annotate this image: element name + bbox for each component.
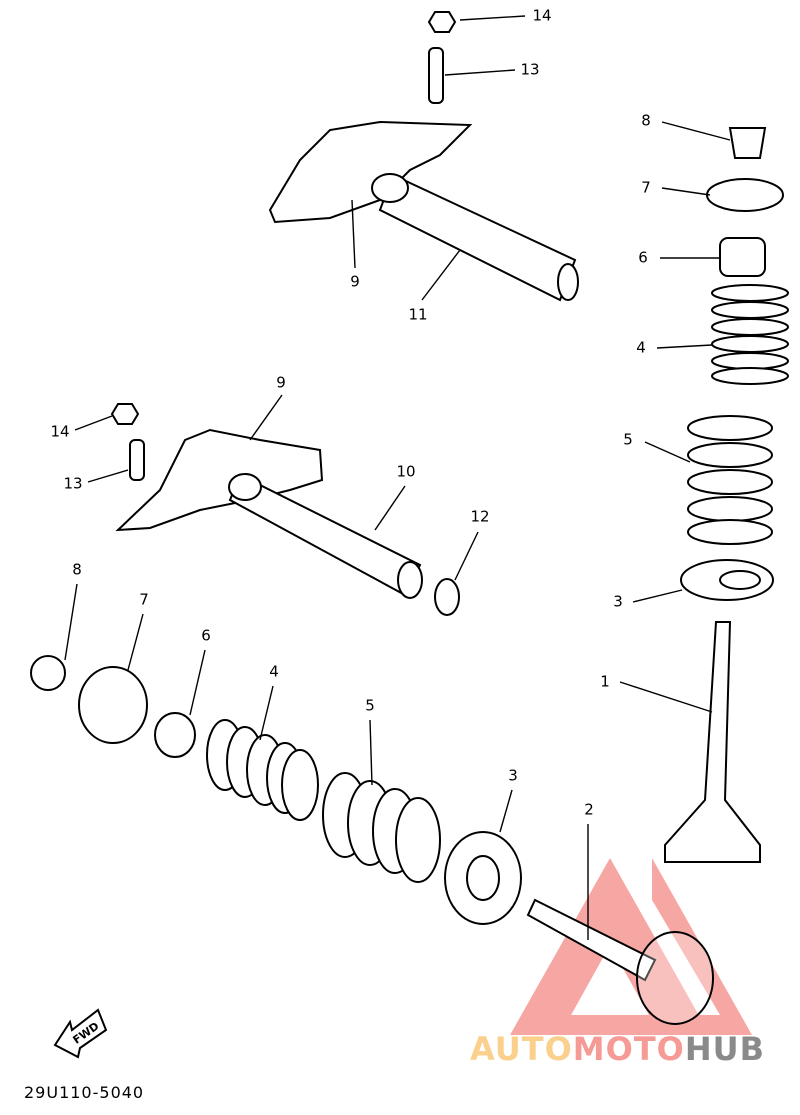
inner-spring-4-lower <box>206 719 319 821</box>
shaft-end <box>371 173 409 203</box>
valve-2 <box>526 898 657 982</box>
watermark-auto: AUTO <box>470 1030 573 1068</box>
part-label: 3 <box>508 767 518 785</box>
part-label: 6 <box>638 249 648 267</box>
watermark-triangle-left <box>510 858 710 1035</box>
lower-valve-stack <box>30 655 714 1025</box>
part-label: 5 <box>365 697 375 715</box>
part-label: 5 <box>623 431 633 449</box>
lower-rocker-assembly <box>110 403 460 616</box>
rocker-shaft-11 <box>378 173 577 302</box>
part-labels: 14 13 9 11 8 7 6 4 5 3 1 9 14 13 10 12 8… <box>50 7 650 819</box>
part-label: 11 <box>408 306 427 324</box>
cotter-8-right <box>728 127 767 159</box>
part-label: 2 <box>584 801 594 819</box>
part-label: 3 <box>613 593 623 611</box>
drawing-code: 29U110-5040 <box>24 1083 145 1102</box>
rocker-arm-9-lower <box>115 428 324 532</box>
retainer-7-right <box>706 178 784 212</box>
shaft-end <box>228 473 262 501</box>
watermark-hub: HUB <box>684 1030 766 1068</box>
shaft-end <box>557 263 579 301</box>
leader-lines <box>64 15 731 940</box>
watermark-logo <box>510 858 752 1035</box>
part-label: 4 <box>269 663 279 681</box>
adjust-screw-13-lower <box>129 439 145 481</box>
outer-spring-5-lower <box>322 772 441 883</box>
part-label: 9 <box>276 374 286 392</box>
seat-hole <box>466 855 500 901</box>
shaft-end <box>397 561 423 599</box>
watermark-text: AUTOMOTOHUB <box>470 1030 765 1068</box>
part-label: 12 <box>470 508 489 526</box>
watermark-moto: MOTO <box>572 1030 685 1068</box>
part-label: 10 <box>396 463 415 481</box>
cotter-8-lower <box>30 655 66 691</box>
part-label: 9 <box>350 273 360 291</box>
right-valve-stack <box>664 127 789 863</box>
retainer-7-lower <box>78 666 148 744</box>
upper-rocker-assembly <box>268 11 579 302</box>
o-ring-12 <box>434 578 460 616</box>
rocker-arm-9-upper <box>268 120 473 224</box>
outer-spring-5-right <box>687 415 773 545</box>
part-label: 8 <box>72 561 82 579</box>
seal-6-lower <box>154 712 196 758</box>
inner-spring-4-right <box>711 284 789 385</box>
forward-arrow-icon: FWD <box>53 1008 108 1059</box>
part-label: 14 <box>50 423 69 441</box>
seal-6-right <box>719 237 766 277</box>
part-label: 8 <box>641 112 651 130</box>
seat-hole <box>719 570 761 590</box>
part-label: 13 <box>520 61 539 79</box>
part-label: 14 <box>532 7 551 25</box>
valve-head <box>636 931 714 1025</box>
nut-14-lower <box>110 403 140 425</box>
adjust-screw-13-upper <box>428 47 444 104</box>
part-label: 6 <box>201 627 211 645</box>
part-label: 7 <box>641 179 651 197</box>
part-label: 4 <box>636 339 646 357</box>
part-label: 7 <box>139 591 149 609</box>
part-label: 1 <box>600 673 610 691</box>
nut-14-upper <box>427 11 457 33</box>
watermark-triangle-right <box>545 858 752 1035</box>
valve-1 <box>664 621 761 863</box>
part-label: 13 <box>63 475 82 493</box>
